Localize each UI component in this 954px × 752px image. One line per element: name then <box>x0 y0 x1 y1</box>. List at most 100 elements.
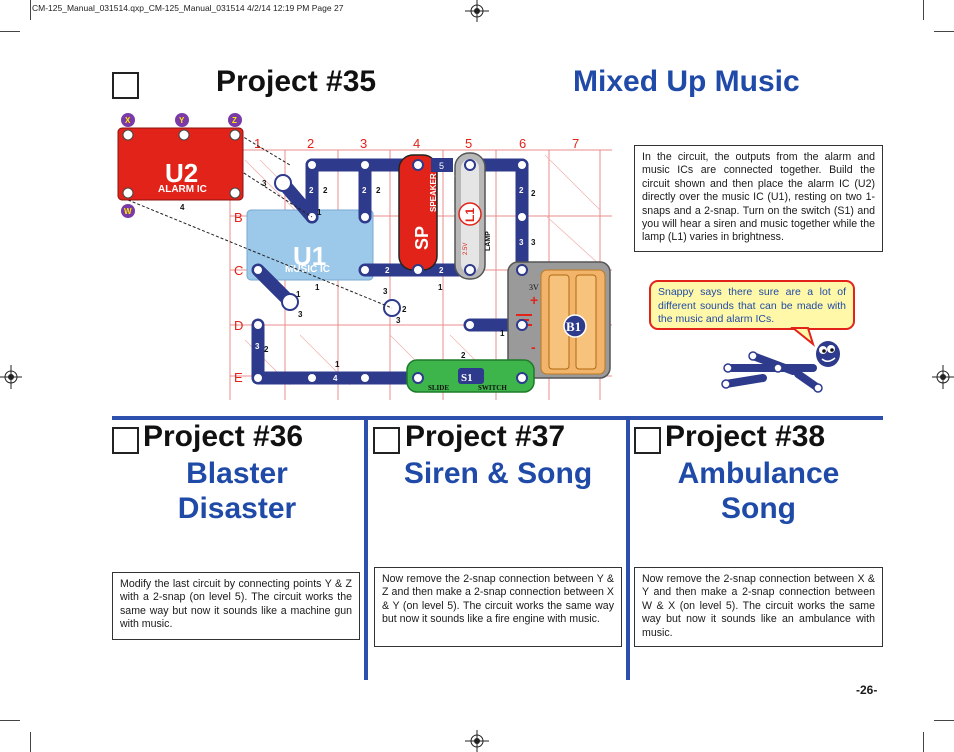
snappy-mascot-icon <box>721 327 840 393</box>
svg-text:4: 4 <box>333 374 338 383</box>
svg-text:1: 1 <box>438 283 443 292</box>
u1-label: U1 <box>293 241 326 271</box>
crop-mark <box>30 732 31 752</box>
pin-z: Z <box>232 116 237 125</box>
circuit-diagram: 1 2 3 4 5 6 7 B C D E U1 MUSIC IC L1 <box>117 113 612 400</box>
column-label: 6 <box>519 136 526 151</box>
svg-text:2: 2 <box>402 305 407 314</box>
pin-y: Y <box>179 116 185 125</box>
lamp-label: L1 <box>463 208 477 222</box>
column-label: 5 <box>465 136 472 151</box>
lamp-sublabel: LAMP <box>485 231 492 251</box>
snap-wires <box>251 158 529 385</box>
svg-text:4: 4 <box>180 203 185 212</box>
u2-pin-labels: X Y Z W <box>121 113 242 218</box>
switch-sublabel-right: SWITCH <box>478 384 507 392</box>
project-38-title: Project #38 <box>665 420 826 453</box>
section-rule <box>112 416 883 420</box>
u2-label: U2 <box>165 158 198 188</box>
lamp-voltage: 2.5V <box>463 243 469 255</box>
switch-sublabel-left: SLIDE <box>428 384 449 392</box>
registration-mark-icon <box>465 730 489 752</box>
column-label: 1 <box>254 136 261 151</box>
project-35-title: Project #35 <box>216 65 377 98</box>
svg-text:3: 3 <box>519 238 524 247</box>
project-36-checkbox[interactable] <box>112 427 139 454</box>
project-37-description: Now remove the 2-snap connection between… <box>374 567 622 647</box>
svg-text:2: 2 <box>461 351 466 360</box>
column-rule <box>626 416 630 680</box>
svg-text:1: 1 <box>315 283 320 292</box>
project-35-description: In the circuit, the outputs from the ala… <box>634 145 883 252</box>
svg-text:2: 2 <box>264 345 269 354</box>
row-label: D <box>234 318 243 333</box>
crop-mark <box>923 0 924 20</box>
speaker-num: 5 <box>439 161 444 171</box>
page-number: -26- <box>856 683 878 697</box>
project-35-checkbox[interactable] <box>112 72 139 99</box>
svg-text:2: 2 <box>362 186 367 195</box>
svg-text:1: 1 <box>500 329 505 338</box>
project-38-checkbox[interactable] <box>634 427 661 454</box>
column-label: 2 <box>307 136 314 151</box>
project-36-title: Project #36 <box>143 420 304 453</box>
snap-nodes <box>252 159 528 384</box>
svg-text:1: 1 <box>335 360 340 369</box>
svg-text:3: 3 <box>255 342 260 351</box>
crop-mark <box>30 0 31 20</box>
svg-text:3: 3 <box>298 310 303 319</box>
u2-sublabel: ALARM IC <box>158 184 207 195</box>
svg-text:2: 2 <box>439 266 444 275</box>
column-rule <box>364 416 368 680</box>
svg-text:2: 2 <box>519 186 524 195</box>
speaker-sublabel-2: (STANDING) <box>448 174 455 215</box>
speaker-label: SP <box>412 226 432 250</box>
battery-minus: - <box>531 339 536 355</box>
project-36-subtitle-2: Disaster <box>177 492 297 525</box>
project-38-description: Now remove the 2-snap connection between… <box>634 567 883 647</box>
pin-x: X <box>125 116 131 125</box>
svg-text:2: 2 <box>385 266 390 275</box>
project-37-subtitle-1: Siren & Song <box>403 457 593 490</box>
svg-text:1: 1 <box>296 290 301 299</box>
svg-text:3: 3 <box>396 316 401 325</box>
registration-mark-icon <box>465 0 489 22</box>
lamp-l1: L1 LAMP 2.5V <box>454 152 492 280</box>
crop-mark <box>0 720 20 721</box>
battery-label: B1 <box>566 319 581 334</box>
svg-text:2: 2 <box>309 186 314 195</box>
column-label: 4 <box>413 136 420 151</box>
slide-switch-s1: S1 SLIDE SWITCH <box>406 359 535 393</box>
battery-b1: B1 3V + - <box>507 261 611 379</box>
row-label: E <box>234 370 243 385</box>
pin-w: W <box>124 207 132 216</box>
svg-text:2: 2 <box>376 186 381 195</box>
project-38-subtitle-2: Song <box>721 492 796 525</box>
switch-label: S1 <box>461 372 473 384</box>
project-38-subtitle-1: Ambulance <box>677 457 840 490</box>
print-header: CM-125_Manual_031514.qxp_CM-125_Manual_0… <box>32 3 344 13</box>
crop-mark <box>0 31 20 32</box>
project-35-subtitle: Mixed Up Music <box>573 65 800 98</box>
alarm-ic-u2: U2 ALARM IC <box>117 127 244 201</box>
crop-mark <box>934 720 954 721</box>
row-label: B <box>234 210 243 225</box>
svg-text:2: 2 <box>323 186 328 195</box>
svg-text:3: 3 <box>531 238 536 247</box>
music-ic-u1: U1 MUSIC IC <box>246 209 374 281</box>
battery-voltage: 3V <box>529 283 539 292</box>
speaker-sublabel-1: SPEAKER <box>429 173 438 212</box>
svg-text:1: 1 <box>317 208 322 217</box>
row-label: C <box>234 263 243 278</box>
svg-text:3: 3 <box>383 287 388 296</box>
svg-text:3: 3 <box>262 179 267 188</box>
svg-text:2: 2 <box>531 189 536 198</box>
speaker-sp: 5 SP SPEAKER (STANDING) <box>398 154 455 271</box>
crop-mark <box>934 31 954 32</box>
crop-mark <box>923 732 924 752</box>
battery-plus: + <box>530 292 538 308</box>
project-37-checkbox[interactable] <box>373 427 400 454</box>
project-37-title: Project #37 <box>405 420 566 453</box>
column-label: 3 <box>360 136 367 151</box>
column-label: 7 <box>572 136 579 151</box>
